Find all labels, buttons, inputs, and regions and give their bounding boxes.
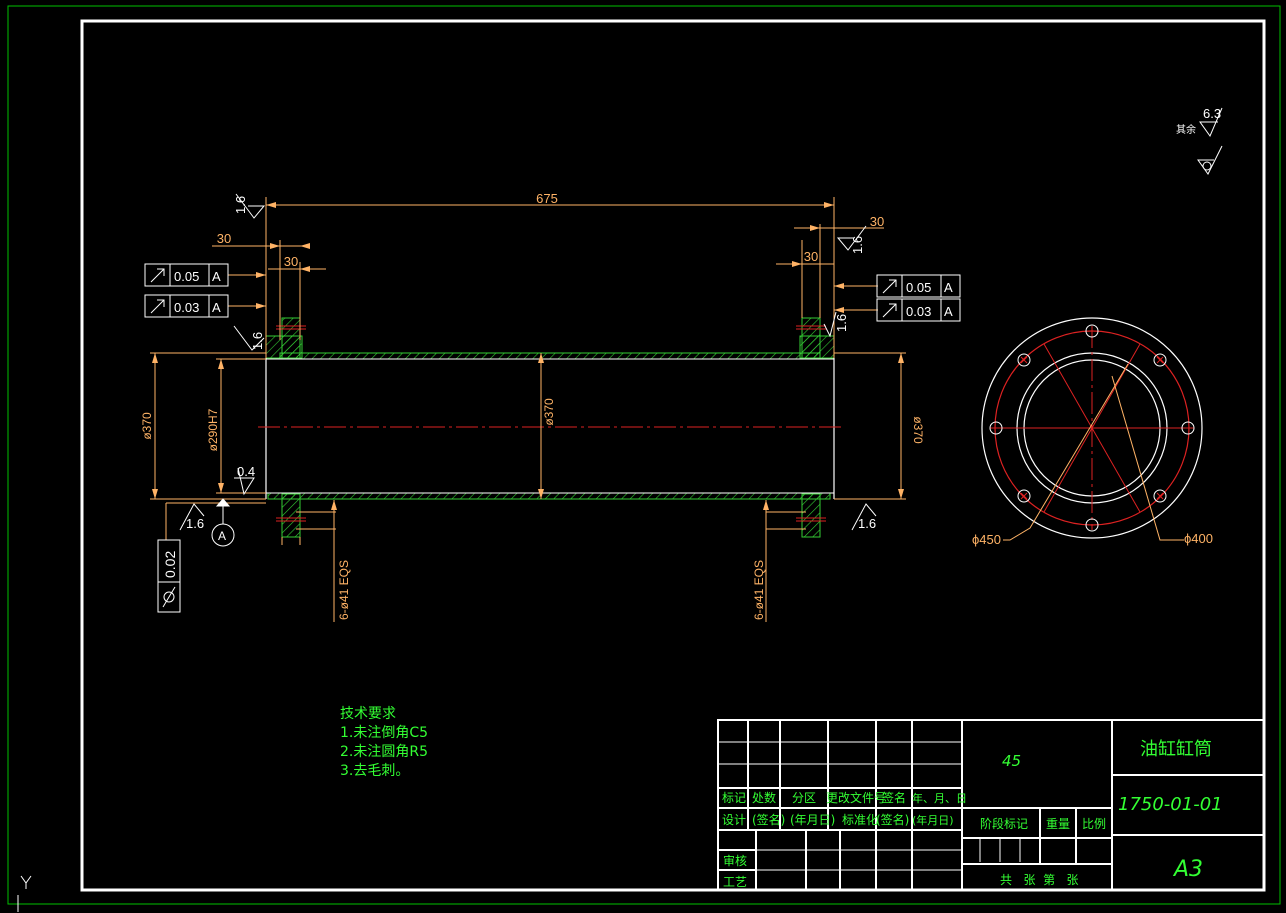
svg-text:A: A: [944, 304, 953, 319]
svg-text:A: A: [944, 280, 953, 295]
dim-right-holes: 6-ø41 EQS: [752, 560, 766, 620]
svg-text:审核: 审核: [723, 853, 747, 868]
roughness-right-face: 1.6: [834, 314, 849, 332]
surface-roughness-icon: [823, 311, 837, 338]
svg-text:年、月、日: 年、月、日: [912, 791, 967, 805]
runout-icon: [882, 279, 897, 294]
drawing-frame: [80, 19, 1266, 892]
svg-text:0.05: 0.05: [174, 269, 199, 284]
svg-text:0.03: 0.03: [174, 300, 199, 315]
sheet-size: A3: [1172, 857, 1203, 882]
technical-notes: 技术要求 1.未注倒角C5 2.未注圆角R5 3.去毛刺。: [340, 705, 428, 781]
dim-left-holes: 6-ø41 EQS: [337, 560, 351, 620]
drawing-number: 1750-01-01: [1118, 794, 1223, 815]
surface-roughness-icon: [234, 467, 255, 496]
dim-flange-outer: ϕ450: [972, 532, 1001, 547]
roughness-left-face: 1.6: [250, 332, 265, 350]
surface-roughness-icon: [1199, 107, 1223, 138]
surface-roughness-icon: [836, 225, 867, 251]
cylindricity-icon: [162, 586, 176, 608]
surface-roughness-icon: [851, 503, 877, 531]
svg-text:(签名): (签名): [876, 812, 909, 827]
wall-top-hatch: [279, 352, 821, 360]
material: 45: [1002, 752, 1021, 770]
runout-icon: [150, 268, 165, 283]
svg-text:更改文件号: 更改文件号: [826, 790, 886, 805]
wall-bottom-hatch: [267, 492, 831, 500]
svg-text:重量: 重量: [1046, 817, 1070, 831]
dimension-lines: [150, 197, 906, 622]
note-item: 2.未注圆角R5: [340, 744, 428, 760]
end-view: ϕ450 ϕ400: [972, 317, 1213, 547]
roughness-top-left: 1.6: [233, 196, 248, 214]
svg-text:标准化: 标准化: [842, 813, 878, 827]
svg-text:A: A: [212, 269, 221, 284]
svg-text:0.02: 0.02: [162, 551, 178, 578]
svg-text:A: A: [212, 300, 221, 315]
runout-icon: [150, 299, 165, 314]
roughness-general-value: 6.3: [1203, 106, 1221, 121]
svg-text:比例: 比例: [1082, 817, 1106, 831]
dim-right-offset: 30: [870, 214, 884, 229]
svg-text:(年月日): (年月日): [790, 813, 835, 827]
dim-left-outer-dia: ø370: [140, 412, 154, 440]
title-block: [717, 719, 1265, 891]
dim-bore-dia: ø290H7: [206, 408, 220, 451]
dim-left-flange: 30: [284, 254, 298, 269]
svg-text:(年月日): (年月日): [912, 813, 954, 827]
roughness-bottom-right: 1.6: [858, 516, 876, 531]
dim-overall-length: 675: [536, 191, 558, 206]
runout-icon: [882, 303, 897, 318]
notes-title: 技术要求: [340, 706, 396, 722]
datum-icon: A: [218, 529, 226, 543]
arrowheads: [152, 202, 904, 510]
svg-text:签名: 签名: [882, 790, 906, 805]
dim-right-flange: 30: [804, 249, 818, 264]
flange-bottom-right: [801, 493, 821, 538]
part-name: 油缸缸筒: [1140, 738, 1212, 760]
roughness-bottom-left: 1.6: [186, 516, 204, 531]
roughness-bore: 0.4: [237, 464, 255, 479]
svg-text:设计: 设计: [722, 813, 746, 827]
note-item: 1.未注倒角C5: [340, 725, 429, 741]
svg-text:标记: 标记: [722, 791, 746, 805]
surface-roughness-icon: [233, 325, 265, 351]
svg-text:0.03: 0.03: [906, 304, 931, 319]
surface-roughness-icon: [1197, 145, 1223, 175]
outer-border: [7, 5, 1281, 905]
ucs-axis-icon: [17, 875, 32, 912]
flange-bottom-left: [281, 493, 301, 538]
roughness-right-top: 1.6: [850, 236, 865, 254]
dim-bolt-circle: ϕ400: [1184, 531, 1213, 546]
roughness-general-label: 其余: [1176, 123, 1196, 136]
svg-text:工艺: 工艺: [723, 875, 747, 889]
svg-text:分区: 分区: [792, 791, 816, 805]
svg-text:0.05: 0.05: [906, 280, 931, 295]
svg-text:处数: 处数: [752, 790, 776, 805]
tolerance-frames: 0.05 A 0.03 A 0.05 A 0.03 A 0.02 A: [144, 263, 961, 613]
section-view: [258, 317, 842, 538]
surface-roughness-icon: [179, 503, 205, 531]
dim-right-outer-dia: ø370: [911, 416, 925, 444]
svg-text:共 张 第 张: 共 张 第 张: [1000, 873, 1079, 887]
surface-roughness-icon: [235, 193, 266, 219]
svg-text:(签名): (签名): [752, 812, 785, 827]
note-item: 3.去毛刺。: [340, 763, 410, 779]
svg-text:阶段标记: 阶段标记: [980, 816, 1028, 831]
dim-left-offset: 30: [217, 231, 231, 246]
dim-center-dia: ø370: [542, 398, 556, 426]
